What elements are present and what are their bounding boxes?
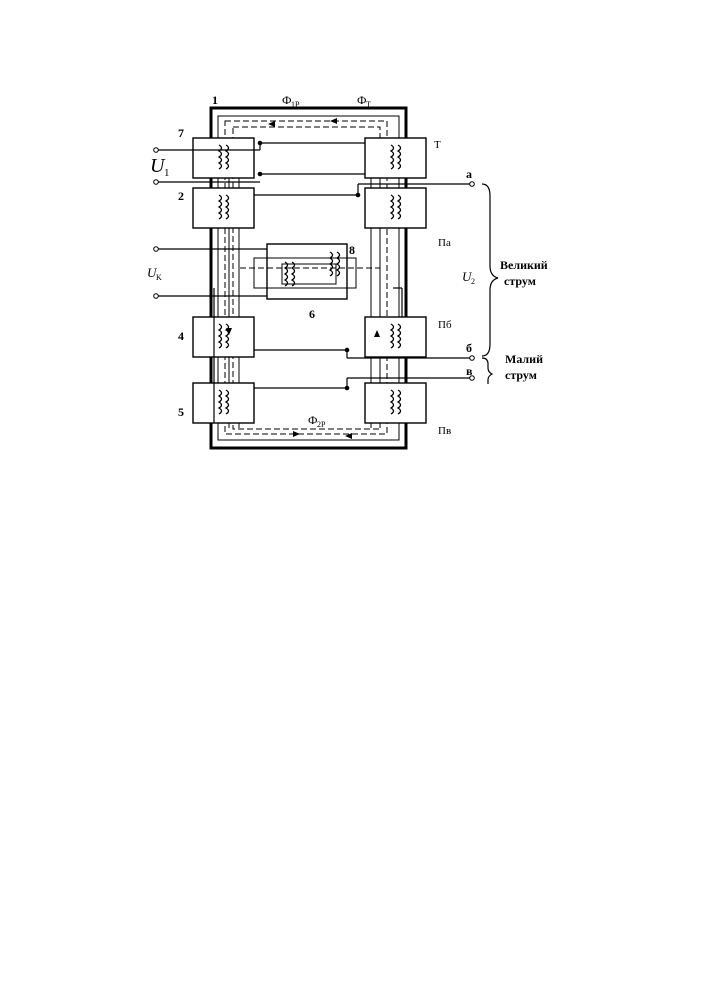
uk-sub: K: [156, 273, 162, 282]
label-6: 6: [309, 307, 315, 321]
u1-label: U: [150, 155, 166, 177]
flux-t-sub: T: [366, 100, 371, 109]
winding-7: [192, 137, 255, 179]
uk-label: U: [147, 265, 158, 280]
terminal-v-label: в: [466, 364, 473, 378]
label-1: 1: [212, 93, 218, 107]
wiring: [158, 142, 470, 423]
flux-arrows: [226, 118, 380, 439]
winding-t: [364, 137, 427, 179]
winding-pv: [364, 382, 427, 424]
small-current-line2: струм: [505, 368, 537, 382]
left-windings: [192, 137, 255, 424]
label-5: 5: [178, 405, 184, 419]
winding-2: [192, 187, 255, 229]
winding-t-label: T: [434, 139, 441, 151]
flux-2p-sub: 2P: [317, 420, 326, 429]
small-current-brace: [481, 357, 494, 384]
winding-5: [192, 382, 255, 424]
control-core: [240, 243, 380, 300]
flux-1p-sub: 1P: [291, 100, 300, 109]
label-7: 7: [178, 126, 184, 140]
winding-pa: [364, 187, 427, 229]
small-current-line1: Малий: [505, 352, 543, 366]
u1-sub: 1: [164, 167, 170, 179]
terminal-a-label: а: [466, 167, 472, 181]
terminal-b-label: б: [466, 341, 472, 355]
u2-label: U: [462, 269, 473, 284]
big-current-line2: струм: [504, 274, 536, 288]
label-2: 2: [178, 189, 184, 203]
flux-t-label: Ф: [357, 93, 366, 107]
label-8: 8: [349, 243, 355, 257]
flux-paths: [224, 120, 388, 435]
big-current-line1: Великий: [500, 258, 548, 272]
winding-pv-label: Пв: [438, 425, 451, 437]
u2-sub: 2: [471, 277, 475, 286]
winding-pb: [364, 316, 427, 358]
right-windings: [364, 137, 427, 424]
terminals: [153, 147, 475, 381]
winding-4: [192, 316, 255, 358]
winding-pb-label: Пб: [438, 319, 452, 331]
label-4: 4: [178, 329, 184, 343]
flux-1p-label: Ф: [282, 93, 291, 107]
labels: 1 7 2 4 5 6 8 Ф 1P Ф T Ф 2P U 1 U K U 2 …: [147, 93, 548, 437]
winding-pa-label: Па: [438, 237, 451, 249]
flux-2p-label: Ф: [308, 413, 317, 427]
u2-brace: [481, 183, 499, 357]
junction-dots: [257, 140, 361, 391]
